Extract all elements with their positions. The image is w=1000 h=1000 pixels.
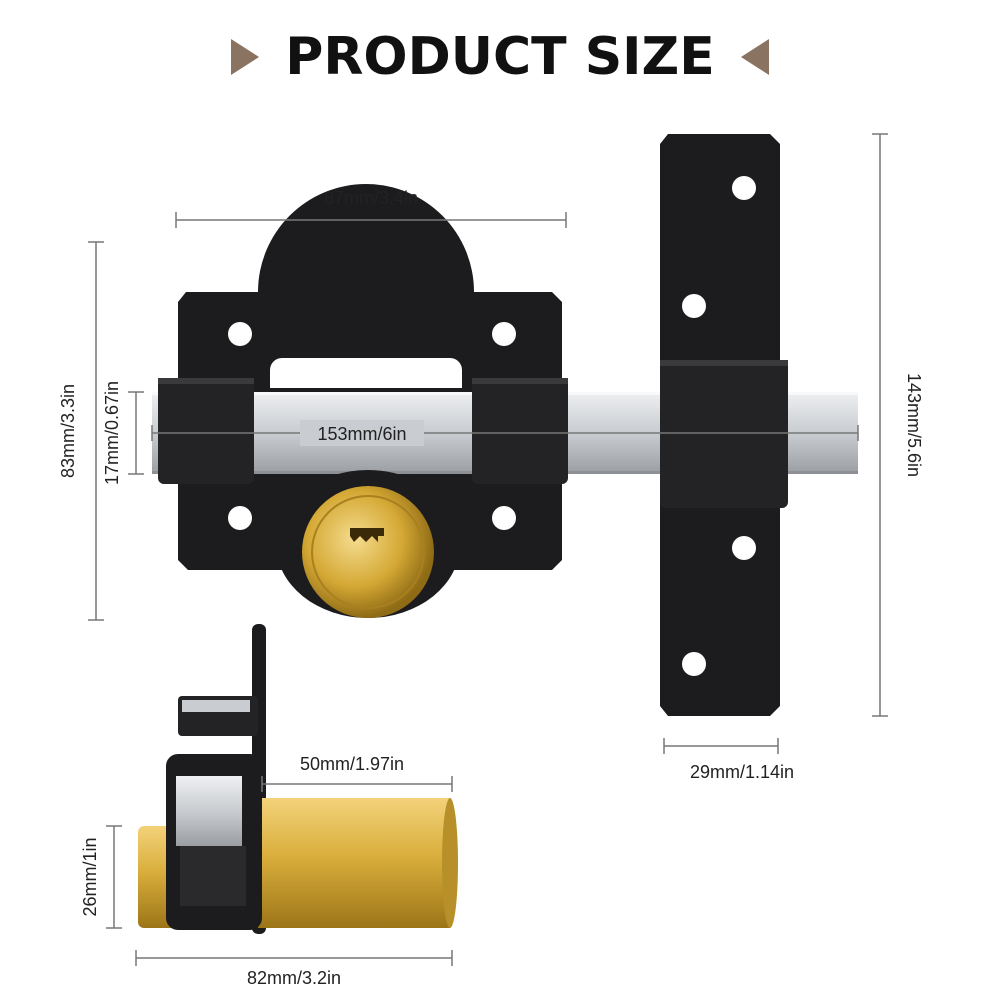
screw-hole (492, 322, 516, 346)
bolt-height-label: 17mm/0.67in (102, 381, 122, 485)
page-title: PRODUCT SIZE (285, 27, 715, 87)
bolt-length-label: 153mm/6in (317, 424, 406, 444)
keeper-width-label: 29mm/1.14in (690, 762, 794, 782)
triangle-left-icon (740, 39, 769, 75)
side-width-label: 82mm/3.2in (247, 968, 341, 988)
screw-hole (732, 176, 756, 200)
screw-hole (732, 536, 756, 560)
header: PRODUCT SIZE (0, 22, 1000, 92)
cylinder-front (270, 470, 466, 618)
triangle-right-icon (231, 39, 260, 75)
keeper-height-label: 143mm/5.6in (904, 373, 924, 477)
cylinder-height-label: 26mm/1in (80, 837, 100, 916)
bolt-guide (158, 378, 254, 484)
screw-hole (228, 506, 252, 530)
cylinder-length-label: 50mm/1.97in (300, 754, 404, 774)
keyhole-icon (350, 528, 384, 542)
top-width-label: 87mm/3.4in (324, 188, 418, 208)
bolt-guide (472, 378, 568, 484)
cylinder-side-view (138, 624, 458, 934)
screw-hole (228, 322, 252, 346)
bolt-length-label-bg (300, 420, 424, 446)
total-height-label: 83mm/3.3in (58, 384, 78, 478)
screw-hole (682, 294, 706, 318)
screw-hole (492, 506, 516, 530)
dimension-lines (88, 133, 888, 966)
screw-hole (682, 652, 706, 676)
keeper-plate (660, 134, 788, 716)
